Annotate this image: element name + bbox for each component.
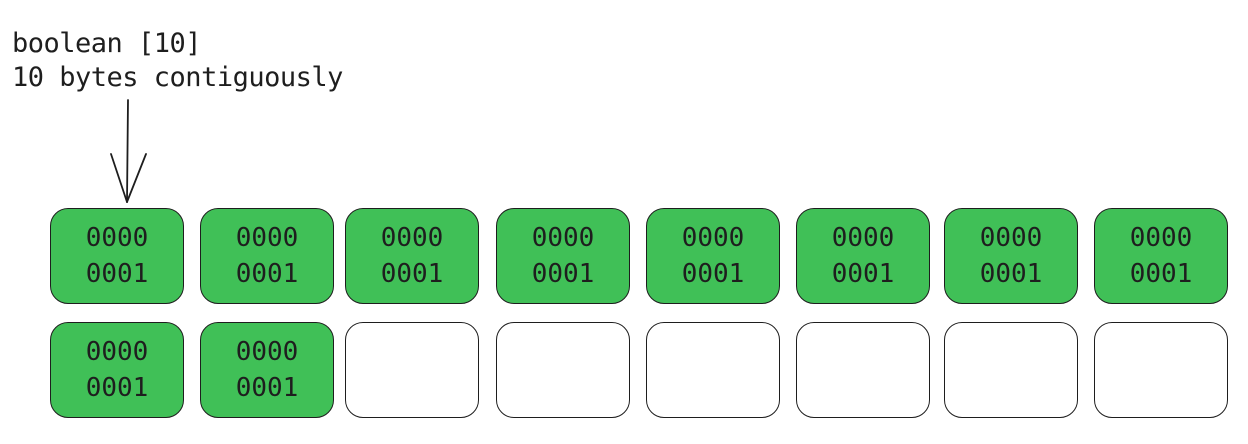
byte-cell-filled: 0000 0001	[345, 208, 479, 304]
byte-low-nibble: 0001	[85, 259, 149, 289]
byte-low-nibble: 0001	[235, 373, 299, 403]
byte-cell-filled: 0000 0001	[1094, 208, 1228, 304]
byte-low-nibble: 0001	[380, 259, 444, 289]
annotation-type-label: boolean [10]	[12, 28, 202, 59]
byte-high-nibble: 0000	[380, 223, 444, 253]
byte-cell-filled: 0000 0001	[200, 322, 334, 418]
byte-low-nibble: 0001	[979, 259, 1043, 289]
arrow-head-left	[110, 153, 128, 203]
byte-cell-empty	[1094, 322, 1228, 418]
byte-low-nibble: 0001	[1129, 259, 1193, 289]
byte-cell-filled: 0000 0001	[200, 208, 334, 304]
byte-high-nibble: 0000	[85, 223, 149, 253]
byte-cell-empty	[646, 322, 780, 418]
byte-high-nibble: 0000	[681, 223, 745, 253]
byte-cell-empty	[944, 322, 1078, 418]
byte-high-nibble: 0000	[235, 223, 299, 253]
byte-high-nibble: 0000	[235, 337, 299, 367]
byte-low-nibble: 0001	[681, 259, 745, 289]
arrow-head-right	[126, 153, 147, 203]
byte-high-nibble: 0000	[979, 223, 1043, 253]
byte-cell-filled: 0000 0001	[50, 208, 184, 304]
byte-cell-filled: 0000 0001	[944, 208, 1078, 304]
byte-cell-filled: 0000 0001	[646, 208, 780, 304]
byte-high-nibble: 0000	[85, 337, 149, 367]
byte-high-nibble: 0000	[531, 223, 595, 253]
byte-low-nibble: 0001	[85, 373, 149, 403]
byte-high-nibble: 0000	[831, 223, 895, 253]
byte-cell-filled: 0000 0001	[796, 208, 930, 304]
byte-low-nibble: 0001	[831, 259, 895, 289]
byte-low-nibble: 0001	[235, 259, 299, 289]
byte-low-nibble: 0001	[531, 259, 595, 289]
byte-cell-filled: 0000 0001	[496, 208, 630, 304]
byte-cell-empty	[796, 322, 930, 418]
arrow-shaft	[126, 99, 129, 203]
byte-high-nibble: 0000	[1129, 223, 1193, 253]
byte-cell-empty	[345, 322, 479, 418]
byte-cell-filled: 0000 0001	[50, 322, 184, 418]
byte-cell-empty	[496, 322, 630, 418]
annotation-size-label: 10 bytes contiguously	[12, 62, 343, 93]
